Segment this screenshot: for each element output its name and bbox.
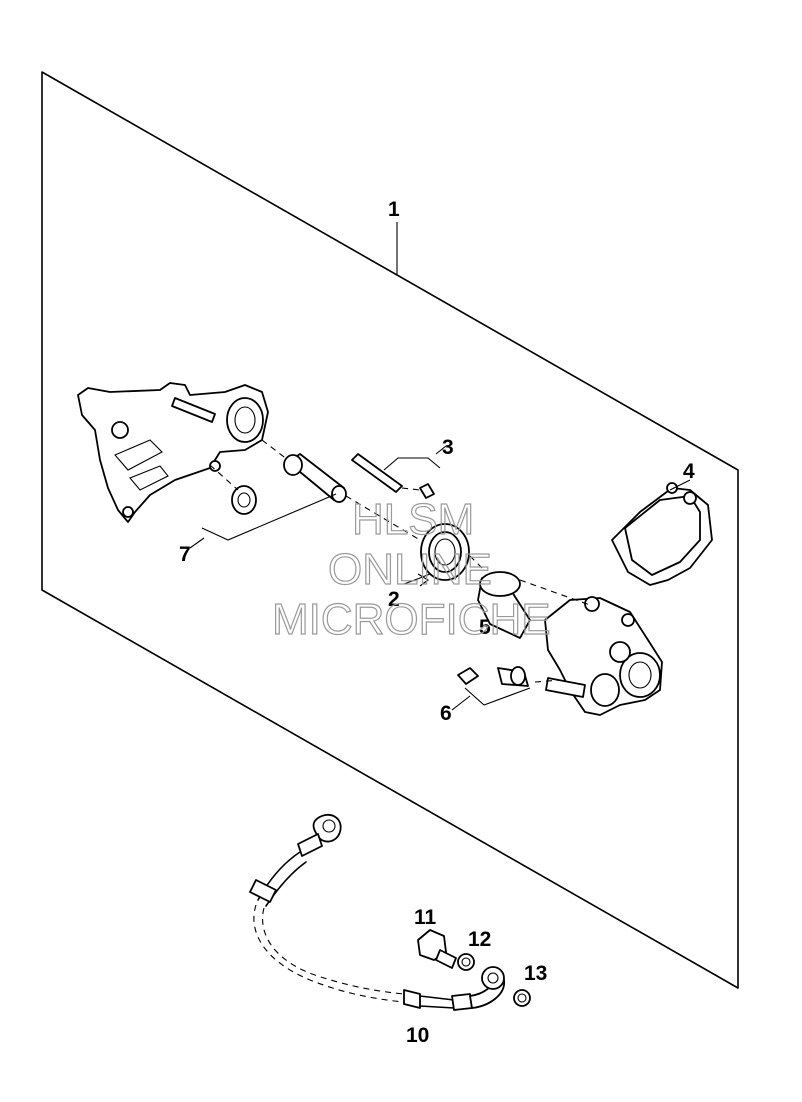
callout-3: 3 [442, 436, 454, 459]
union-bolt [417, 929, 457, 969]
callout-6: 6 [440, 702, 452, 725]
bleeder-cap [457, 667, 479, 685]
callout-2: 2 [388, 588, 400, 611]
slide-pin-boot-upper [283, 453, 347, 503]
assembly-dashline-2 [209, 464, 239, 491]
sealing-washer-13 [513, 989, 531, 1007]
caliper-bracket [77, 382, 269, 523]
brake-pads [611, 482, 713, 586]
watermark-line-3: MICROFICHE [272, 595, 551, 644]
callout-4: 4 [683, 460, 695, 483]
assembly-dashline-5 [519, 579, 591, 606]
callout-10: 10 [406, 1024, 429, 1047]
callout-5: 5 [479, 616, 491, 639]
callout-7: 7 [179, 543, 191, 566]
callout-1: 1 [388, 198, 400, 221]
caliper-body [544, 596, 663, 716]
piston-seal [420, 523, 470, 581]
callout-11: 11 [414, 906, 437, 929]
callout-leader-7 [201, 493, 337, 541]
callout-leader-3 [383, 457, 441, 471]
slide-pin-boot-lower [231, 485, 257, 515]
assembly-dashline-7 [534, 679, 561, 683]
sealing-washer-12 [457, 953, 475, 971]
piston [477, 571, 531, 639]
callout-leader-4 [669, 479, 691, 491]
assembly-dashline-1 [261, 439, 289, 461]
brake-hose [249, 813, 505, 1011]
assembly-dashline-6 [401, 487, 421, 491]
pad-pin [351, 453, 435, 499]
watermark-line-2: ONLINE [328, 545, 492, 594]
bleeder-screw [497, 666, 529, 687]
callout-12: 12 [468, 928, 491, 951]
assembly-dashline-3 [345, 495, 421, 541]
watermark-line-1: HLSM [352, 495, 474, 544]
callout-13: 13 [524, 962, 547, 985]
callout-leader-6 [464, 687, 531, 706]
assembly-panel [41, 71, 739, 989]
assembly-dashline-4 [469, 555, 485, 571]
callout-leader-2 [403, 573, 431, 585]
